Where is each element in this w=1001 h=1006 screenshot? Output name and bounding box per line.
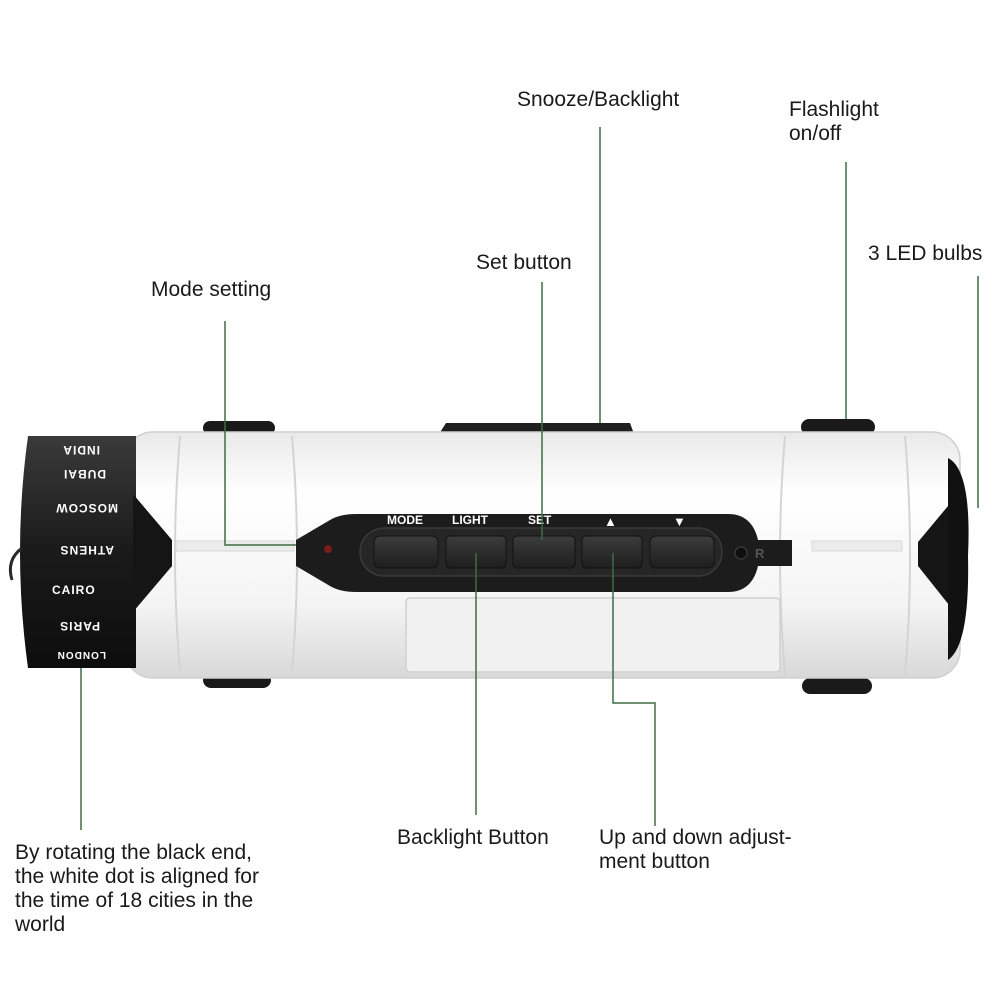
reset-label: R	[755, 546, 765, 561]
set-button-callout: Set button	[476, 251, 572, 274]
indicator-led	[324, 545, 332, 553]
city-label: PARIS	[59, 619, 100, 633]
city-label: DUBAI	[63, 467, 106, 481]
set-button[interactable]	[512, 535, 576, 569]
updown-label-line2: ment button	[599, 850, 710, 873]
updown-label: Up and down adjust- ment button	[599, 826, 792, 874]
up-arrow-icon: ▲	[604, 514, 617, 529]
led-bulbs-label: 3 LED bulbs	[868, 242, 983, 265]
down-arrow-icon: ▼	[673, 514, 686, 529]
city-list: INDIA DUBAI MOSCOW ATHENS CAIRO PARIS LO…	[52, 443, 118, 660]
set-button-label: SET	[528, 513, 552, 527]
left-rib	[175, 540, 295, 552]
mode-button[interactable]	[373, 535, 439, 569]
leader-updown	[612, 553, 656, 826]
lanyard	[8, 546, 23, 581]
rotate-label-line3: the time of 18 cities in the	[15, 889, 254, 912]
flashlight-label: Flashlight on/off	[789, 98, 879, 146]
city-label: ATHENS	[60, 543, 114, 557]
dial-collar	[133, 494, 172, 612]
body-seam-left	[174, 435, 181, 673]
updown-label-line1: Up and down adjust-	[599, 826, 792, 849]
city-label: CAIRO	[52, 583, 96, 597]
mode-button-label: MODE	[387, 513, 423, 527]
right-rib	[811, 540, 903, 552]
flashlight-switch[interactable]	[801, 419, 875, 435]
city-label: LONDON	[57, 649, 106, 660]
body-seam-right-2	[904, 435, 911, 677]
up-button[interactable]	[581, 535, 643, 569]
lens-end	[948, 458, 969, 660]
rotate-dial-label: By rotating the black end, the white dot…	[15, 841, 259, 937]
leader-lines	[80, 127, 979, 830]
flashlight-label-line2: on/off	[789, 122, 842, 145]
backlight-button-label: Backlight Button	[397, 826, 549, 849]
leader-mode	[224, 321, 296, 546]
city-dial-end[interactable]	[20, 436, 136, 668]
rotate-label-line2: the white dot is aligned for	[15, 865, 259, 888]
rotate-label-line1: By rotating the black end,	[15, 841, 252, 864]
mode-setting-label: Mode setting	[151, 278, 272, 301]
city-label: INDIA	[62, 443, 100, 457]
snooze-backlight-label: Snooze/Backlight	[517, 88, 680, 111]
down-button[interactable]	[649, 535, 715, 569]
lens-collar	[918, 500, 953, 610]
rotate-label-line4: world	[15, 913, 66, 936]
battery-door	[405, 597, 781, 673]
flashlight-label-line1: Flashlight	[789, 98, 879, 121]
bottom-right-foot	[802, 678, 872, 694]
reset-hole[interactable]	[734, 546, 748, 560]
light-button-label: LIGHT	[452, 513, 489, 527]
city-label: MOSCOW	[55, 501, 118, 515]
